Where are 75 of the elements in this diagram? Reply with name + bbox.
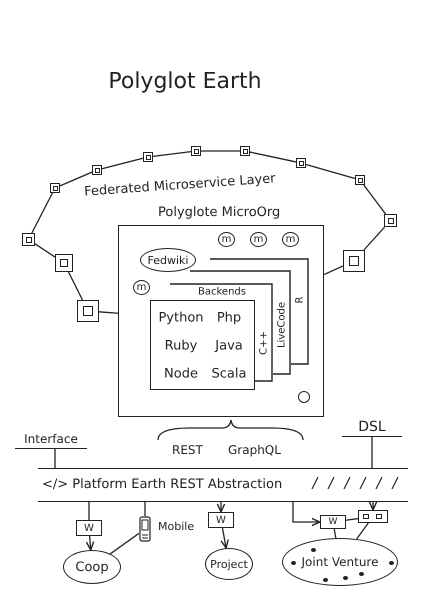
card-label: R: [294, 296, 306, 304]
language-label: Python: [158, 310, 204, 326]
card-label: LiveCode: [276, 302, 288, 348]
service-square: [296, 158, 306, 168]
text-label: GraphQL: [228, 443, 281, 457]
service-square: [343, 250, 365, 272]
process-box: W: [76, 520, 102, 536]
connector-line: [98, 311, 118, 314]
mobile-phone-icon: [139, 516, 151, 542]
connector-line: [334, 528, 336, 538]
ellipse-node: Project: [205, 548, 253, 580]
connector-line: [363, 226, 386, 250]
circle-node: m: [250, 232, 267, 247]
connector-line: [371, 437, 373, 468]
band-label: </> Platform Earth REST Abstraction: [42, 477, 282, 492]
connector-line: [324, 265, 344, 276]
circle-node: [298, 391, 310, 403]
service-square: [50, 183, 60, 193]
connector-line: [152, 150, 192, 158]
stacked-card: [150, 300, 255, 390]
service-square: [384, 214, 397, 227]
ellipse-node: Coop: [63, 550, 121, 584]
title: Polyglot Earth: [107, 68, 263, 96]
language-label: Php: [216, 310, 242, 326]
ellipse-node: Joint Venture: [282, 538, 398, 586]
arrow: [292, 502, 321, 526]
arrow: [220, 528, 229, 549]
text-label: DSL: [342, 417, 402, 437]
text-label: REST: [172, 443, 203, 457]
text-label: Federated Microservice Layer: [84, 171, 276, 200]
card-label: C++: [258, 331, 270, 355]
connector-line: [363, 184, 386, 214]
connector-line: [346, 518, 358, 521]
language-label: Ruby: [164, 338, 198, 354]
connector-line: [356, 522, 369, 540]
process-box: W: [208, 512, 234, 528]
connector-line: [31, 192, 53, 234]
platform-band: [38, 468, 408, 502]
service-square: [77, 300, 99, 322]
connector-line: [306, 164, 356, 180]
connector-line: [102, 158, 144, 170]
process-box: W: [320, 515, 346, 529]
connector-line: [88, 502, 90, 520]
heading: Polyglote MicroOrg: [158, 205, 280, 220]
service-square: [143, 152, 153, 162]
connector-line: [110, 532, 140, 554]
stacked-card: [150, 270, 291, 390]
arrow: [86, 536, 94, 551]
connector-line: [54, 449, 56, 468]
ellipse-node: Fedwiki: [140, 248, 196, 272]
process-box: [358, 510, 388, 523]
connector-line: [60, 172, 92, 186]
connector-line: [68, 272, 84, 300]
circle-node: m: [133, 280, 150, 295]
connector-line: [250, 151, 296, 163]
circle-node: m: [282, 232, 299, 247]
service-square: [55, 254, 73, 272]
arrow: [216, 502, 226, 513]
stacked-card: [150, 283, 273, 390]
service-square: [191, 146, 201, 156]
language-label: Node: [164, 366, 198, 382]
service-square: [240, 146, 250, 156]
language-label: Scala: [212, 366, 246, 382]
connector-line: [201, 150, 240, 152]
connector-line: [34, 243, 56, 258]
card-label: Backends: [198, 286, 246, 298]
connector-line: [144, 502, 146, 516]
service-square: [92, 165, 102, 175]
text-label: Interface: [15, 430, 87, 449]
arrow: [368, 501, 378, 511]
phone-label: Mobile: [158, 520, 194, 533]
service-square: [355, 175, 365, 185]
service-square: [22, 233, 35, 246]
language-label: Java: [215, 338, 243, 354]
circle-node: m: [218, 232, 235, 247]
